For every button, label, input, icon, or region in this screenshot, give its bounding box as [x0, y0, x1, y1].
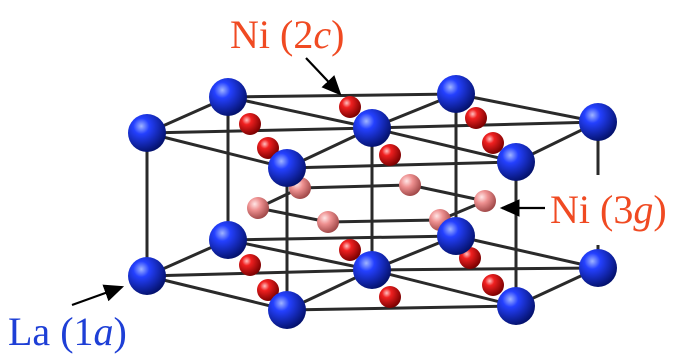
ni-2c-atom — [379, 286, 401, 308]
la-atom — [497, 287, 535, 325]
ni-2c-atom — [239, 113, 261, 135]
ni-3g-label: Ni (3g) — [550, 187, 667, 232]
ni-2c-arrow — [305, 57, 342, 96]
ni-3g-atom — [247, 197, 269, 219]
la-atom — [268, 291, 306, 329]
ni-2c-atom — [257, 137, 279, 159]
ni-3g-atom — [474, 190, 496, 212]
ni-2c-atom — [482, 274, 504, 296]
ni-3g-atoms — [247, 174, 496, 233]
la-atom — [437, 217, 475, 255]
ni-3g-atom — [399, 174, 421, 196]
ni-2c-label: Ni (2c) — [230, 12, 344, 57]
ni-2c-atom — [339, 96, 361, 118]
la-atom — [437, 75, 475, 113]
ni-2c-atoms-top — [239, 96, 504, 166]
la-1a-arrow — [71, 284, 125, 307]
ni-2c-atom — [465, 107, 487, 129]
la-atom — [353, 251, 391, 289]
la-1a-label: La (1a) — [8, 309, 127, 354]
la-atom — [579, 103, 617, 141]
ni-2c-atom — [339, 239, 361, 261]
ni-2c-atom — [257, 279, 279, 301]
leader-arrows — [71, 57, 545, 307]
la-atom — [579, 249, 617, 287]
ni-2c-atom — [379, 144, 401, 166]
la-atom — [128, 257, 166, 295]
ni-2c-atom — [239, 254, 261, 276]
la-atom — [209, 78, 247, 116]
la-atom — [209, 221, 247, 259]
ni-2c-atoms-bottom — [239, 239, 504, 308]
ni-3g-atom — [317, 211, 339, 233]
ni-2c-atom — [482, 132, 504, 154]
la-atom — [353, 109, 391, 147]
la-atom — [497, 143, 535, 181]
la-atom — [268, 149, 306, 187]
la-1a-atoms — [128, 75, 617, 329]
la-atom — [128, 114, 166, 152]
